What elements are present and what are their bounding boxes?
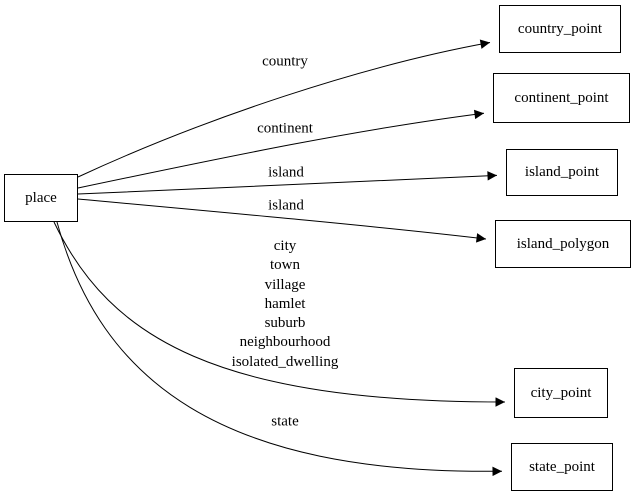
edge-label-city-line: city	[273, 238, 297, 254]
edge-label-island-polygon: island	[268, 197, 304, 214]
edge-place-state-point	[56, 221, 503, 477]
node-continent-point-label: continent_point	[514, 89, 609, 106]
edge-label-village-line: village	[264, 276, 306, 293]
edge-place-city-point	[53, 221, 506, 407]
edge-label-state: state	[271, 413, 299, 430]
node-state-point: state_point	[511, 443, 613, 491]
edge-place-island-polygon	[77, 198, 487, 243]
edge-label-city-multiline: city town village hamlet suburb neighbou…	[232, 237, 339, 372]
edge-label-continent: continent	[257, 120, 313, 137]
node-country-point: country_point	[499, 5, 621, 53]
edge-label-country: country	[262, 53, 308, 70]
edge-label-suburb-line: suburb	[264, 315, 306, 332]
node-island-polygon-label: island_polygon	[516, 235, 610, 252]
node-place: place	[4, 174, 78, 222]
node-city-point: city_point	[514, 368, 608, 418]
node-continent-point: continent_point	[493, 73, 630, 123]
edge-place-island-point	[77, 171, 498, 195]
node-island-point-label: island_point	[524, 164, 600, 180]
node-place-label: place	[25, 189, 57, 206]
edge-label-town-line: town	[270, 257, 300, 274]
node-island-point: island_point	[506, 149, 618, 196]
edge-label-neighbourhood-line: neighbourhood	[239, 334, 331, 351]
edge-label-hamlet-line: hamlet	[264, 295, 306, 312]
node-state-point-label: state_point	[529, 458, 595, 475]
edge-label-island-point: island	[268, 164, 304, 181]
edge-place-continent-point	[77, 109, 485, 189]
edge-label-isolated-dwelling-line: isolated_dwelling	[231, 353, 339, 370]
node-city-point-label: city_point	[530, 384, 592, 401]
node-country-point-label: country_point	[517, 20, 603, 37]
node-island-polygon: island_polygon	[495, 220, 631, 268]
edge-place-country-point	[77, 39, 491, 178]
